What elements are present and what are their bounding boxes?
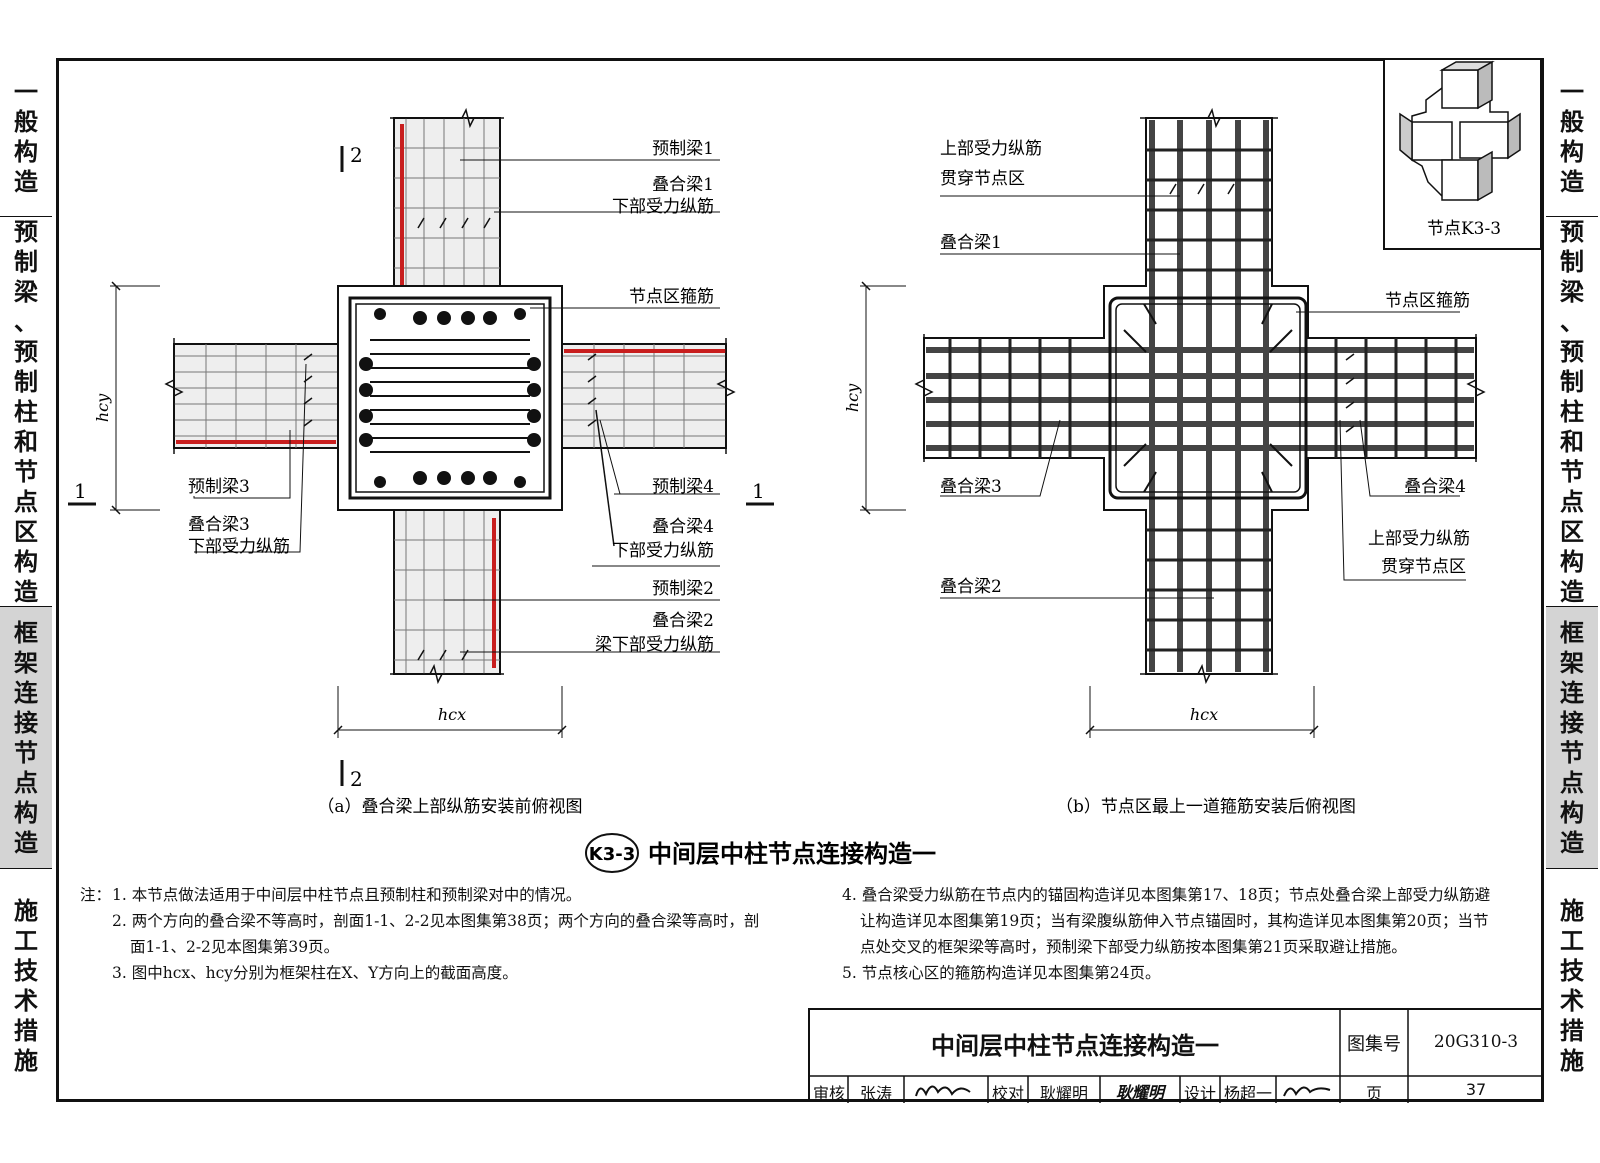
- sec1-left: 1: [74, 479, 87, 503]
- tab-frame-joint[interactable]: 框架连接节点构造: [0, 606, 52, 868]
- label-joint-stirrup-b: 节点区箍筋: [1385, 291, 1470, 311]
- review-label: 审核: [812, 1084, 845, 1103]
- note-4-cont1: 让构造详见本图集第19页；当有梁腹纵筋伸入节点锚固时，其构造详见本图集第20页；…: [860, 912, 1489, 930]
- node-icon-label: 节点K3-3: [1427, 219, 1501, 239]
- note-2: 2. 两个方向的叠合梁不等高时，剖面1-1、2-2见本图集第38页；两个方向的叠…: [112, 912, 760, 930]
- design-label: 设计: [1183, 1084, 1216, 1103]
- label-comp3-b: 叠合梁3: [940, 477, 1002, 497]
- node-3d-icon: [1399, 60, 1521, 202]
- drawing-frame: [56, 58, 1544, 1102]
- node-icon-box: 节点K3-3: [1383, 58, 1542, 250]
- atlas-label: 图集号: [1347, 1034, 1401, 1055]
- page-label: 页: [1365, 1084, 1382, 1103]
- dim-hcx-a: hcx: [438, 705, 466, 724]
- figure-a: hcy hcx 2 2 1 1 预制梁1 叠合梁1 下部受力纵筋 节点区箍筋 预…: [68, 107, 774, 817]
- title-block-title: 中间层中柱节点连接构造一: [931, 1032, 1219, 1060]
- tab-general-r[interactable]: 一般构造: [1560, 78, 1584, 196]
- tab-frame-joint-r[interactable]: 框架连接节点构造: [1546, 606, 1598, 868]
- sec2-top: 2: [350, 143, 363, 167]
- check-label: 校对: [991, 1084, 1024, 1103]
- notes-prefix: 注：: [80, 886, 112, 904]
- tab-general[interactable]: 一般构造: [14, 78, 38, 196]
- figure-b: hcy hcx 上部受力纵筋 贯穿节点区 叠合梁1 节点区箍筋 叠合梁3 叠合梁…: [843, 107, 1486, 817]
- title-block: 中间层中柱节点连接构造一 图集号 20G310-3 审核 张涛 校对 耿耀明 耿…: [808, 1008, 1544, 1103]
- label-comp2-l1: 叠合梁2: [652, 611, 714, 631]
- label-comp2-l2: 梁下部受力纵筋: [595, 635, 714, 655]
- label-top-l1: 上部受力纵筋: [940, 139, 1042, 159]
- label-joint-stirrup-a: 节点区箍筋: [629, 287, 714, 307]
- main-title: K3-3 中间层中柱节点连接构造一: [585, 833, 936, 873]
- main-title-text: 中间层中柱节点连接构造一: [648, 840, 936, 868]
- label-prebeam3: 预制梁3: [188, 477, 250, 497]
- reviewer: 张涛: [859, 1084, 892, 1103]
- tab-precast[interactable]: 预制梁、预制柱和节点区构造: [0, 216, 52, 606]
- dim-hcy-a: hcy: [93, 393, 112, 422]
- note-2-cont: 面1-1、2-2见本图集第39页。: [130, 938, 340, 956]
- note-5: 5. 节点核心区的箍筋构造详见本图集第24页。: [842, 964, 1161, 982]
- label-prebeam2: 预制梁2: [652, 579, 714, 599]
- main-title-badge: K3-3: [589, 844, 635, 865]
- label-comp2-b: 叠合梁2: [940, 577, 1002, 597]
- atlas-no: 20G310-3: [1433, 1032, 1519, 1052]
- label-comp3-l2: 下部受力纵筋: [188, 537, 290, 557]
- sec1-right: 1: [752, 479, 765, 503]
- tab-construction[interactable]: 施工技术措施: [0, 868, 52, 1102]
- sec2-bot: 2: [350, 767, 363, 791]
- label-right-l1: 上部受力纵筋: [1368, 529, 1470, 549]
- label-comp4-l1: 叠合梁4: [652, 517, 714, 537]
- caption-b: （b）节点区最上一道箍筋安装后俯视图: [1056, 797, 1356, 817]
- side-tabs-left: 一般构造 预制梁、预制柱和节点区构造 框架连接节点构造 施工技术措施: [0, 58, 52, 1102]
- note-3: 3. 图中hcx、hcy分别为框架柱在X、Y方向上的截面高度。: [112, 964, 518, 982]
- label-comp4-l2: 下部受力纵筋: [612, 541, 714, 561]
- note-4-cont2: 点处交叉的框架梁等高时，预制梁下部受力纵筋按本图集第21页采取避让措施。: [860, 938, 1407, 956]
- label-comp1-l1: 叠合梁1: [652, 175, 714, 195]
- dim-hcy-b: hcy: [843, 383, 862, 412]
- tab-precast-r[interactable]: 预制梁、预制柱和节点区构造: [1546, 216, 1598, 606]
- note-1: 1. 本节点做法适用于中间层中柱节点且预制柱和预制梁对中的情况。: [112, 886, 582, 904]
- caption-a: （a）叠合梁上部纵筋安装前俯视图: [317, 797, 582, 817]
- label-comp4-b: 叠合梁4: [1404, 477, 1466, 497]
- note-4: 4. 叠合梁受力纵筋在节点内的锚固构造详见本图集第17、18页；节点处叠合梁上部…: [842, 886, 1491, 904]
- page-no: 37: [1465, 1080, 1487, 1099]
- label-comp1-l2: 下部受力纵筋: [612, 197, 714, 217]
- signature-yang: [1283, 1086, 1331, 1097]
- label-comp1-b: 叠合梁1: [940, 233, 1002, 253]
- dim-hcx-b: hcx: [1190, 705, 1218, 724]
- label-top-l2: 贯穿节点区: [940, 169, 1025, 189]
- label-prebeam4: 预制梁4: [652, 477, 714, 497]
- signature-zhang: [915, 1085, 971, 1097]
- designer: 杨超一: [1223, 1084, 1272, 1103]
- label-comp3-l1: 叠合梁3: [188, 515, 250, 535]
- label-prebeam1: 预制梁1: [652, 139, 714, 159]
- label-right-l2: 贯穿节点区: [1381, 557, 1466, 577]
- side-tabs-right: 一般构造 预制梁、预制柱和节点区构造 框架连接节点构造 施工技术措施: [1546, 58, 1598, 1102]
- checker: 耿耀明: [1039, 1084, 1088, 1103]
- checker-signature: 耿耀明: [1115, 1083, 1164, 1102]
- tab-construction-r[interactable]: 施工技术措施: [1546, 868, 1598, 1102]
